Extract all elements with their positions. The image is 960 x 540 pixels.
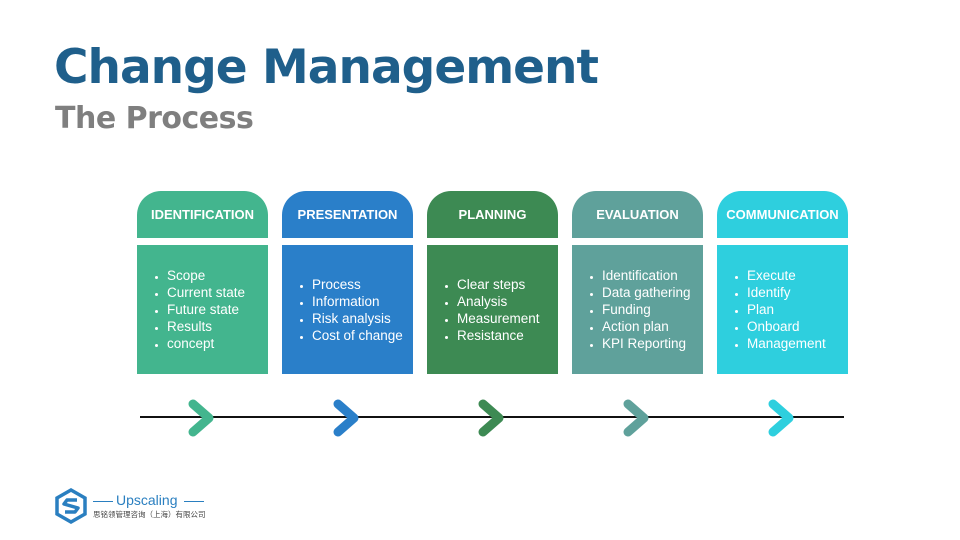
list-item: Measurement — [457, 310, 540, 327]
chevron-right-icon — [768, 399, 794, 437]
step-list: Process Information Risk analysis Cost o… — [282, 276, 409, 344]
chevron-right-icon — [333, 399, 359, 437]
step-header: IDENTIFICATION — [137, 191, 268, 238]
list-item: Process — [312, 276, 403, 293]
step-header: COMMUNICATION — [717, 191, 848, 238]
list-item: Data gathering — [602, 284, 691, 301]
list-item: Plan — [747, 301, 826, 318]
step-body: Identification Data gathering Funding Ac… — [572, 245, 703, 374]
list-item: Funding — [602, 301, 691, 318]
step-header: EVALUATION — [572, 191, 703, 238]
step-list: Scope Current state Future state Results… — [137, 267, 251, 352]
chevron-right-icon — [188, 399, 214, 437]
step-title: PRESENTATION — [297, 207, 398, 222]
list-item: Resistance — [457, 327, 540, 344]
list-item: Identify — [747, 284, 826, 301]
list-item: KPI Reporting — [602, 335, 691, 352]
list-item: Future state — [167, 301, 245, 318]
list-item: Results — [167, 318, 245, 335]
step-communication: COMMUNICATION Execute Identify Plan Onbo… — [717, 191, 848, 374]
step-title: PLANNING — [458, 207, 527, 222]
list-item: Scope — [167, 267, 245, 284]
step-identification: IDENTIFICATION Scope Current state Futur… — [137, 191, 268, 374]
brand-rule-right — [184, 501, 204, 502]
step-list: Execute Identify Plan Onboard Management — [717, 267, 832, 352]
step-list: Clear steps Analysis Measurement Resista… — [427, 276, 546, 344]
list-item: Information — [312, 293, 403, 310]
brand-tagline: 思铭领管理咨询（上海）有限公司 — [93, 510, 206, 519]
list-item: Risk analysis — [312, 310, 403, 327]
list-item: Cost of change — [312, 327, 403, 344]
step-body: Execute Identify Plan Onboard Management — [717, 245, 848, 374]
step-presentation: PRESENTATION Process Information Risk an… — [282, 191, 413, 374]
chevron-right-icon — [623, 399, 649, 437]
list-item: concept — [167, 335, 245, 352]
chevron-right-icon — [478, 399, 504, 437]
page-title: Change Management — [54, 40, 599, 95]
list-item: Management — [747, 335, 826, 352]
step-list: Identification Data gathering Funding Ac… — [572, 267, 697, 352]
step-body: Scope Current state Future state Results… — [137, 245, 268, 374]
step-evaluation: EVALUATION Identification Data gathering… — [572, 191, 703, 374]
step-header: PLANNING — [427, 191, 558, 238]
list-item: Action plan — [602, 318, 691, 335]
page-subtitle: The Process — [55, 101, 254, 136]
step-body: Process Information Risk analysis Cost o… — [282, 245, 413, 374]
list-item: Onboard — [747, 318, 826, 335]
step-title: COMMUNICATION — [726, 207, 839, 222]
brand-name: Upscaling — [116, 492, 178, 508]
step-title: EVALUATION — [596, 207, 679, 222]
list-item: Current state — [167, 284, 245, 301]
list-item: Execute — [747, 267, 826, 284]
step-planning: PLANNING Clear steps Analysis Measuremen… — [427, 191, 558, 374]
list-item: Clear steps — [457, 276, 540, 293]
step-body: Clear steps Analysis Measurement Resista… — [427, 245, 558, 374]
list-item: Identification — [602, 267, 691, 284]
step-header: PRESENTATION — [282, 191, 413, 238]
brand-rule-left — [93, 501, 113, 502]
step-title: IDENTIFICATION — [150, 207, 255, 222]
upscaling-logo-icon — [55, 488, 87, 524]
list-item: Analysis — [457, 293, 540, 310]
